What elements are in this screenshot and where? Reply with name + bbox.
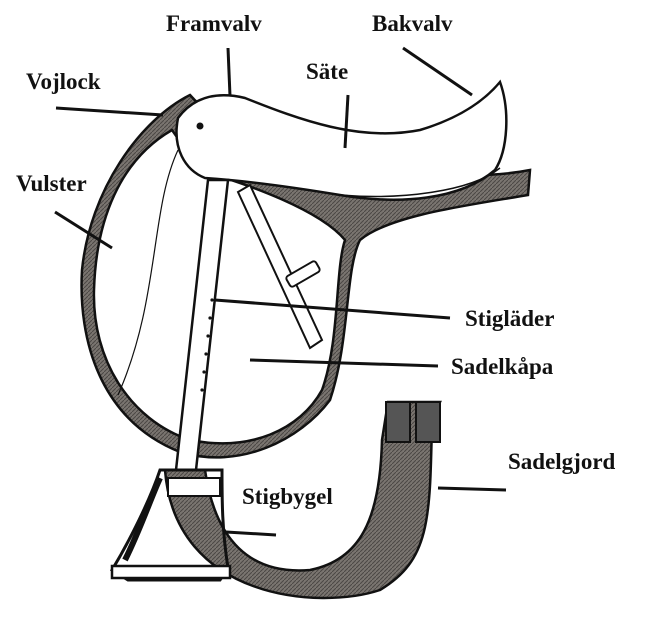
label-stigbygel: Stigbygel [242, 485, 333, 508]
label-sadelgjord: Sadelgjord [508, 450, 615, 473]
girth-buckle-left [386, 402, 410, 442]
label-stiglader: Stigläder [465, 307, 554, 330]
label-framvalv: Framvalv [166, 12, 262, 35]
label-bakvalv: Bakvalv [372, 12, 453, 35]
girth-buckle-right [416, 402, 440, 442]
label-sate: Säte [306, 60, 348, 83]
label-vojlock: Vojlock [26, 70, 101, 93]
label-vulster: Vulster [16, 172, 87, 195]
label-sadelkapa: Sadelkåpa [451, 355, 553, 378]
